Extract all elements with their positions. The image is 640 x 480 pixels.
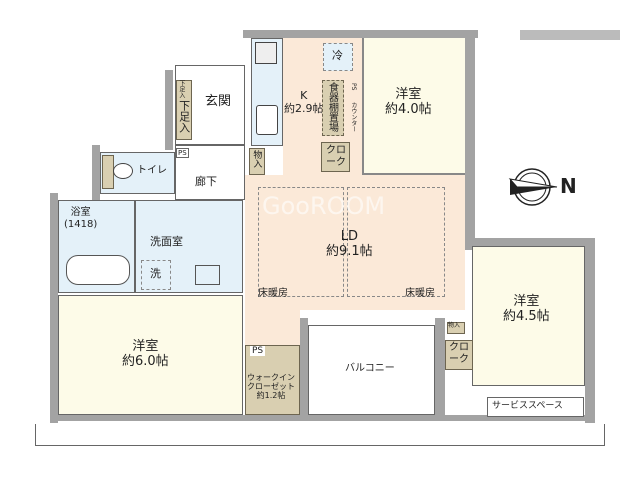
stove-icon xyxy=(255,42,277,64)
storage-kitchen xyxy=(249,148,265,175)
wash-basin-icon xyxy=(195,265,220,285)
counter-label: カウンター xyxy=(349,102,357,132)
storage-kitchen-label: 物入 xyxy=(251,150,262,168)
room-west-label: 洋室約6.0帖 xyxy=(122,339,169,370)
bath-size: (1418) xyxy=(64,218,98,230)
fridge-space xyxy=(323,43,353,71)
shoe-cabinet xyxy=(176,80,192,140)
sink-icon xyxy=(256,105,278,135)
ps-kitchen-label: PS xyxy=(349,83,357,91)
room-west-size: 約6.0帖 xyxy=(122,353,169,369)
room-south-label: 洋室約4.5帖 xyxy=(503,294,550,325)
wall xyxy=(585,238,595,423)
room-south xyxy=(472,246,585,386)
bath-name: 浴室 xyxy=(70,207,91,218)
room-north-label: 洋室約4.0帖 xyxy=(385,87,432,118)
bathtub-icon xyxy=(66,255,130,285)
outer-balcony-rail xyxy=(35,424,605,446)
wic-size: 約1.2帖 xyxy=(256,391,286,401)
washroom-label: 洗面室 xyxy=(150,235,183,248)
wall xyxy=(300,318,308,418)
washer-label: 洗 xyxy=(150,267,161,280)
wall xyxy=(92,145,100,200)
service-space xyxy=(487,397,584,417)
cupboard-space xyxy=(322,80,344,136)
room-south-size: 約4.5帖 xyxy=(503,308,550,324)
storage-south-label: 物入 xyxy=(448,322,461,329)
wall xyxy=(243,30,478,38)
wic-line1: ウォークイン xyxy=(247,373,295,382)
floor-heating-zone xyxy=(347,187,445,297)
closet-south xyxy=(445,340,473,370)
ld xyxy=(245,175,465,310)
walk-in-closet xyxy=(245,345,300,415)
floor-heat-label: 床暖房 xyxy=(405,288,435,299)
wall xyxy=(50,415,595,421)
bath-label: 浴室(1418) xyxy=(64,207,97,230)
wall xyxy=(165,70,173,150)
closet-south-label: クローク xyxy=(449,342,469,365)
wall xyxy=(520,30,620,40)
shoe-small-label: 下足入 xyxy=(177,80,185,98)
closet-north-label: クローク xyxy=(326,145,346,168)
genkan-area xyxy=(175,65,245,145)
floor-heating-zone xyxy=(258,187,344,297)
closet-north xyxy=(321,142,350,172)
watermark: GooROOM xyxy=(262,192,386,220)
cupboard-label: 食器棚置場 xyxy=(326,82,338,132)
kitchen-name: K xyxy=(300,89,308,102)
ps-hall-label: PS xyxy=(176,148,189,159)
room-north-name: 洋室 xyxy=(395,87,422,102)
hall-label: 廊下 xyxy=(195,175,217,188)
room-north-size: 約4.0帖 xyxy=(385,101,432,117)
service-space-label: サービススペース xyxy=(492,401,563,411)
room-south-name: 洋室 xyxy=(513,294,540,309)
genkan-label: 玄関 xyxy=(205,94,232,109)
storage-south xyxy=(447,322,465,334)
ld-name: LD xyxy=(340,229,358,244)
toilet-icon xyxy=(113,163,133,179)
room-west-name: 洋室 xyxy=(132,339,159,354)
balcony-label: バルコニー xyxy=(345,363,395,374)
wall xyxy=(50,193,58,423)
compass-north-label: N xyxy=(560,174,577,198)
toilet-label: トイレ xyxy=(137,165,167,176)
shoe-label: 下足入 xyxy=(177,100,191,133)
wic-line2: クローゼット xyxy=(247,382,295,392)
washroom xyxy=(135,200,243,293)
wall xyxy=(435,318,445,418)
wall xyxy=(465,238,595,246)
wall xyxy=(465,30,475,250)
room-north xyxy=(362,38,465,175)
washer-space xyxy=(141,260,171,290)
balcony xyxy=(308,325,435,415)
hall xyxy=(175,145,245,200)
ps-wic-label: PS xyxy=(250,346,266,357)
room-west xyxy=(58,295,243,415)
compass-icon xyxy=(508,168,558,206)
ld-size: 約9.1帖 xyxy=(326,243,373,259)
ld-extension xyxy=(245,300,300,345)
wic-label: ウォークインクローゼット約1.2帖 xyxy=(247,373,295,401)
fridge-label: 冷 xyxy=(332,49,343,62)
kitchen-size: 約2.9帖 xyxy=(284,101,324,115)
floor-heat-label: 床暖房 xyxy=(258,288,288,299)
